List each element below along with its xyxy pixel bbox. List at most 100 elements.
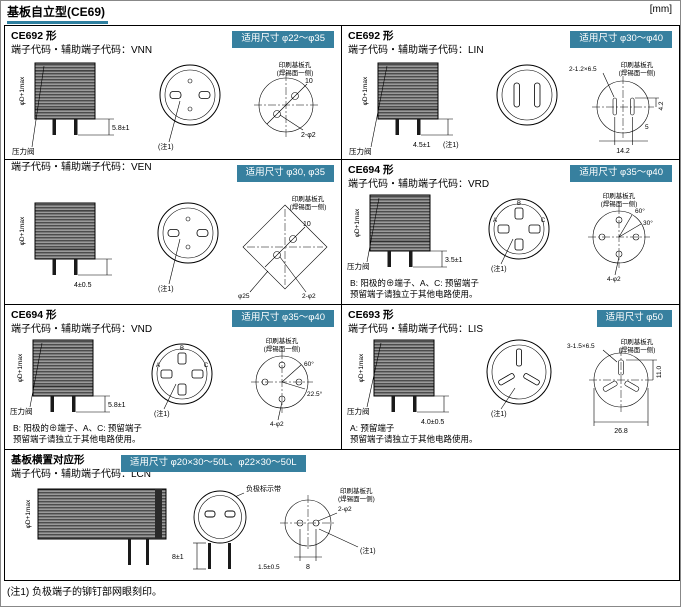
terminal-code-label: 端子代码・辅助端子代码：VEN	[11, 162, 152, 173]
terminal-note: B: 阳极的⊕端子、A、C: 预留端子 预留端子请独立于其他电路使用。	[350, 278, 479, 300]
note1-callout: (注1)	[158, 238, 181, 293]
note1-callout: (注1)	[158, 100, 181, 151]
dim-a-label: 4.2	[658, 101, 665, 110]
dim-hole-label: 4-φ2	[607, 276, 621, 283]
pressure-valve-callout: 压力阀	[349, 65, 388, 156]
dim-lead-label: 4.0±0.5	[421, 419, 444, 426]
body-diameter-label: φD+1max	[17, 353, 24, 382]
pcb-hole-label-1: 印刷基板孔	[279, 60, 312, 69]
pressure-valve-label: 压力阀	[347, 261, 370, 271]
dim-pitch-label: 10	[305, 78, 313, 85]
size-badge: 适用尺寸 φ35～φ40	[232, 310, 334, 327]
capacitor-side-view	[373, 339, 435, 413]
dim-hole-label: 2-φ2	[302, 293, 316, 300]
panel-ce693-lis: CE693 形 端子代码・辅助端子代码：LIS 适用尺寸 φ50 φD+1max…	[342, 305, 679, 450]
pcb-hole-label-1: 印刷基板孔	[292, 194, 325, 203]
note-ref: (注1)	[154, 409, 170, 418]
angle-1-label: 60°	[304, 360, 314, 368]
pcb-hole-label-1: 印刷基板孔	[340, 486, 373, 495]
note1-callout: (注1)	[491, 387, 516, 418]
pressure-valve-callout: 压力阀	[10, 342, 43, 416]
pin-a-label: A	[156, 363, 160, 369]
pressure-valve-label: 压力阀	[10, 406, 33, 416]
pcb-hole-label-2: (焊锡面一侧)	[338, 494, 375, 503]
terminal-code-label: 端子代码・辅助端子代码：LIN	[348, 45, 484, 56]
terminal-code-label: 端子代码・辅助端子代码：VND	[11, 324, 153, 335]
dim-dia-label: φ25	[238, 293, 250, 300]
pcb-hole-label-2: (焊锡面一侧)	[290, 202, 327, 211]
terminal-note: A: 预留端子 预留端子请独立于其他电路使用。	[350, 423, 478, 445]
size-badge: 适用尺寸 φ35～φ40	[570, 165, 672, 182]
body-diameter-label: φD+1max	[358, 353, 365, 382]
capacitor-bottom-view	[159, 64, 221, 126]
dim-hole-label: 2-φ2	[301, 132, 316, 139]
pcb-hole-label-1: 印刷基板孔	[266, 336, 299, 345]
pressure-valve-label: 压力阀	[12, 146, 35, 156]
dim-b-label: 26.8	[614, 428, 628, 435]
pcb-hole-label-2: (焊锡面一侧)	[277, 68, 314, 77]
unit-label: [mm]	[649, 4, 672, 15]
terminal-code-label: 端子代码・辅助端子代码：LCN	[11, 469, 152, 480]
pin-b-label: B	[180, 346, 184, 352]
dim-a-label: 11.0	[656, 366, 663, 379]
dim-b-label: 14.2	[616, 148, 630, 155]
pcb-hole-pattern: 2-φ2 8 印刷基板孔 (焊锡面一侧)	[280, 486, 375, 571]
terminal-note-line1: A: 预留端子	[350, 422, 395, 433]
pressure-valve-callout: 压力阀	[347, 342, 382, 416]
capacitor-bottom-view	[151, 343, 213, 405]
drawing-vnn: φD+1max 5.8±1 压力阀 (注1)	[12, 60, 318, 156]
terminal-note-line1: B: 阳极的⊕端子、A、C: 预留端子	[350, 277, 479, 288]
body-diameter-label: φD+1max	[19, 216, 26, 245]
capacitor-end-view	[193, 490, 247, 569]
pcb-hole-pattern: 10 φ25 2-φ2 印刷基板孔 (焊锡面一侧)	[238, 194, 328, 300]
note1-callout: (注1)	[318, 528, 376, 555]
dim-hole-label: 2-φ2	[338, 506, 352, 513]
dim-slot-label: 3-1.5×6.5	[567, 343, 595, 350]
terminal-note-line2: 预留端子请独立于其他电路使用。	[350, 433, 478, 444]
capacitor-bottom-view	[486, 339, 552, 405]
panel-lcn-horizontal: 基板横置对应形 端子代码・辅助端子代码：LCN 适用尺寸 φ20×30～50L、…	[5, 450, 679, 580]
body-diameter-label: φD+1max	[25, 499, 32, 528]
terminal-code-label: 端子代码・辅助端子代码：LIS	[348, 324, 484, 335]
dim-lead-label: 8±1	[172, 554, 184, 561]
note1-callout: (注1)	[154, 383, 177, 418]
drawing-lcn: φD+1max 负极标示带 8±1 1.5±0.5	[25, 484, 376, 571]
drawing-lis: φD+1max 4.0±0.5 压力阀 (注1)	[347, 337, 663, 435]
panel-ce694-vrd: CE694 形 端子代码・辅助端子代码：VRD 适用尺寸 φ35～φ40 φD+…	[342, 160, 679, 305]
terminal-code-label: 端子代码・辅助端子代码：VRD	[348, 179, 490, 190]
pressure-valve-label: 压力阀	[349, 146, 372, 156]
body-diameter-label: φD+1max	[19, 76, 26, 105]
page-header: 基板自立型(CE69) [mm]	[7, 3, 674, 24]
angle-1-label: 30°	[643, 219, 653, 227]
band-callout: 负极标示带	[229, 484, 281, 500]
pin-c-label: C	[204, 363, 209, 369]
terminal-note-line1: B: 阳极的⊕端子、A、C: 预留端子	[13, 422, 142, 433]
body-diameter-label: φD+1max	[362, 76, 369, 105]
drawing-lin: φD+1max 4.5±1 (注1) 压力阀 2-1.2×6.5	[349, 60, 665, 156]
dim-c-label: 5	[645, 124, 649, 131]
body-diameter-label: φD+1max	[354, 208, 361, 237]
note-ref: (注1)	[491, 264, 507, 273]
dim-slot-label: 2-1.2×6.5	[569, 66, 597, 73]
footnote: (注1) 负极端子的铆钉部网眼刻印。	[7, 587, 162, 598]
angle-2-label: 60°	[635, 207, 645, 215]
dim-lead-label: 5.8±1	[108, 402, 126, 409]
lead-dimension: 4.5±1 (注1)	[413, 118, 459, 149]
dim-lead-label: 4±0.5	[74, 282, 92, 289]
panel-ce692-lin: CE692 形 端子代码・辅助端子代码：LIN 适用尺寸 φ30～φ40 φD+…	[342, 26, 679, 160]
pcb-hole-label-1: 印刷基板孔	[603, 191, 636, 200]
negative-band	[155, 489, 162, 539]
pcb-hole-pattern: 3-1.5×6.5 11.0 26.8 印刷基板孔 (焊锡面一侧)	[567, 337, 663, 435]
note-ref: (注1)	[360, 546, 376, 555]
model-label: CE692 形	[11, 30, 57, 42]
panel-grid: CE692 形 端子代码・辅助端子代码：VNN 适用尺寸 φ22～φ35 φD+…	[4, 25, 680, 581]
lead-dimension: 5.8±1	[76, 395, 126, 413]
size-badge: 适用尺寸 φ30～φ40	[570, 31, 672, 48]
pin-a-label: A	[493, 218, 497, 224]
model-label: 基板横置对应形	[11, 454, 85, 466]
panel-ce694-vnd: CE694 形 端子代码・辅助端子代码：VND 适用尺寸 φ35～φ40 φD+…	[5, 305, 342, 450]
model-label: CE694 形	[348, 164, 394, 176]
capacitor-bottom-view	[488, 198, 550, 260]
pcb-hole-pattern: 10 2-φ2 印刷基板孔 (焊锡面一侧)	[254, 60, 318, 139]
